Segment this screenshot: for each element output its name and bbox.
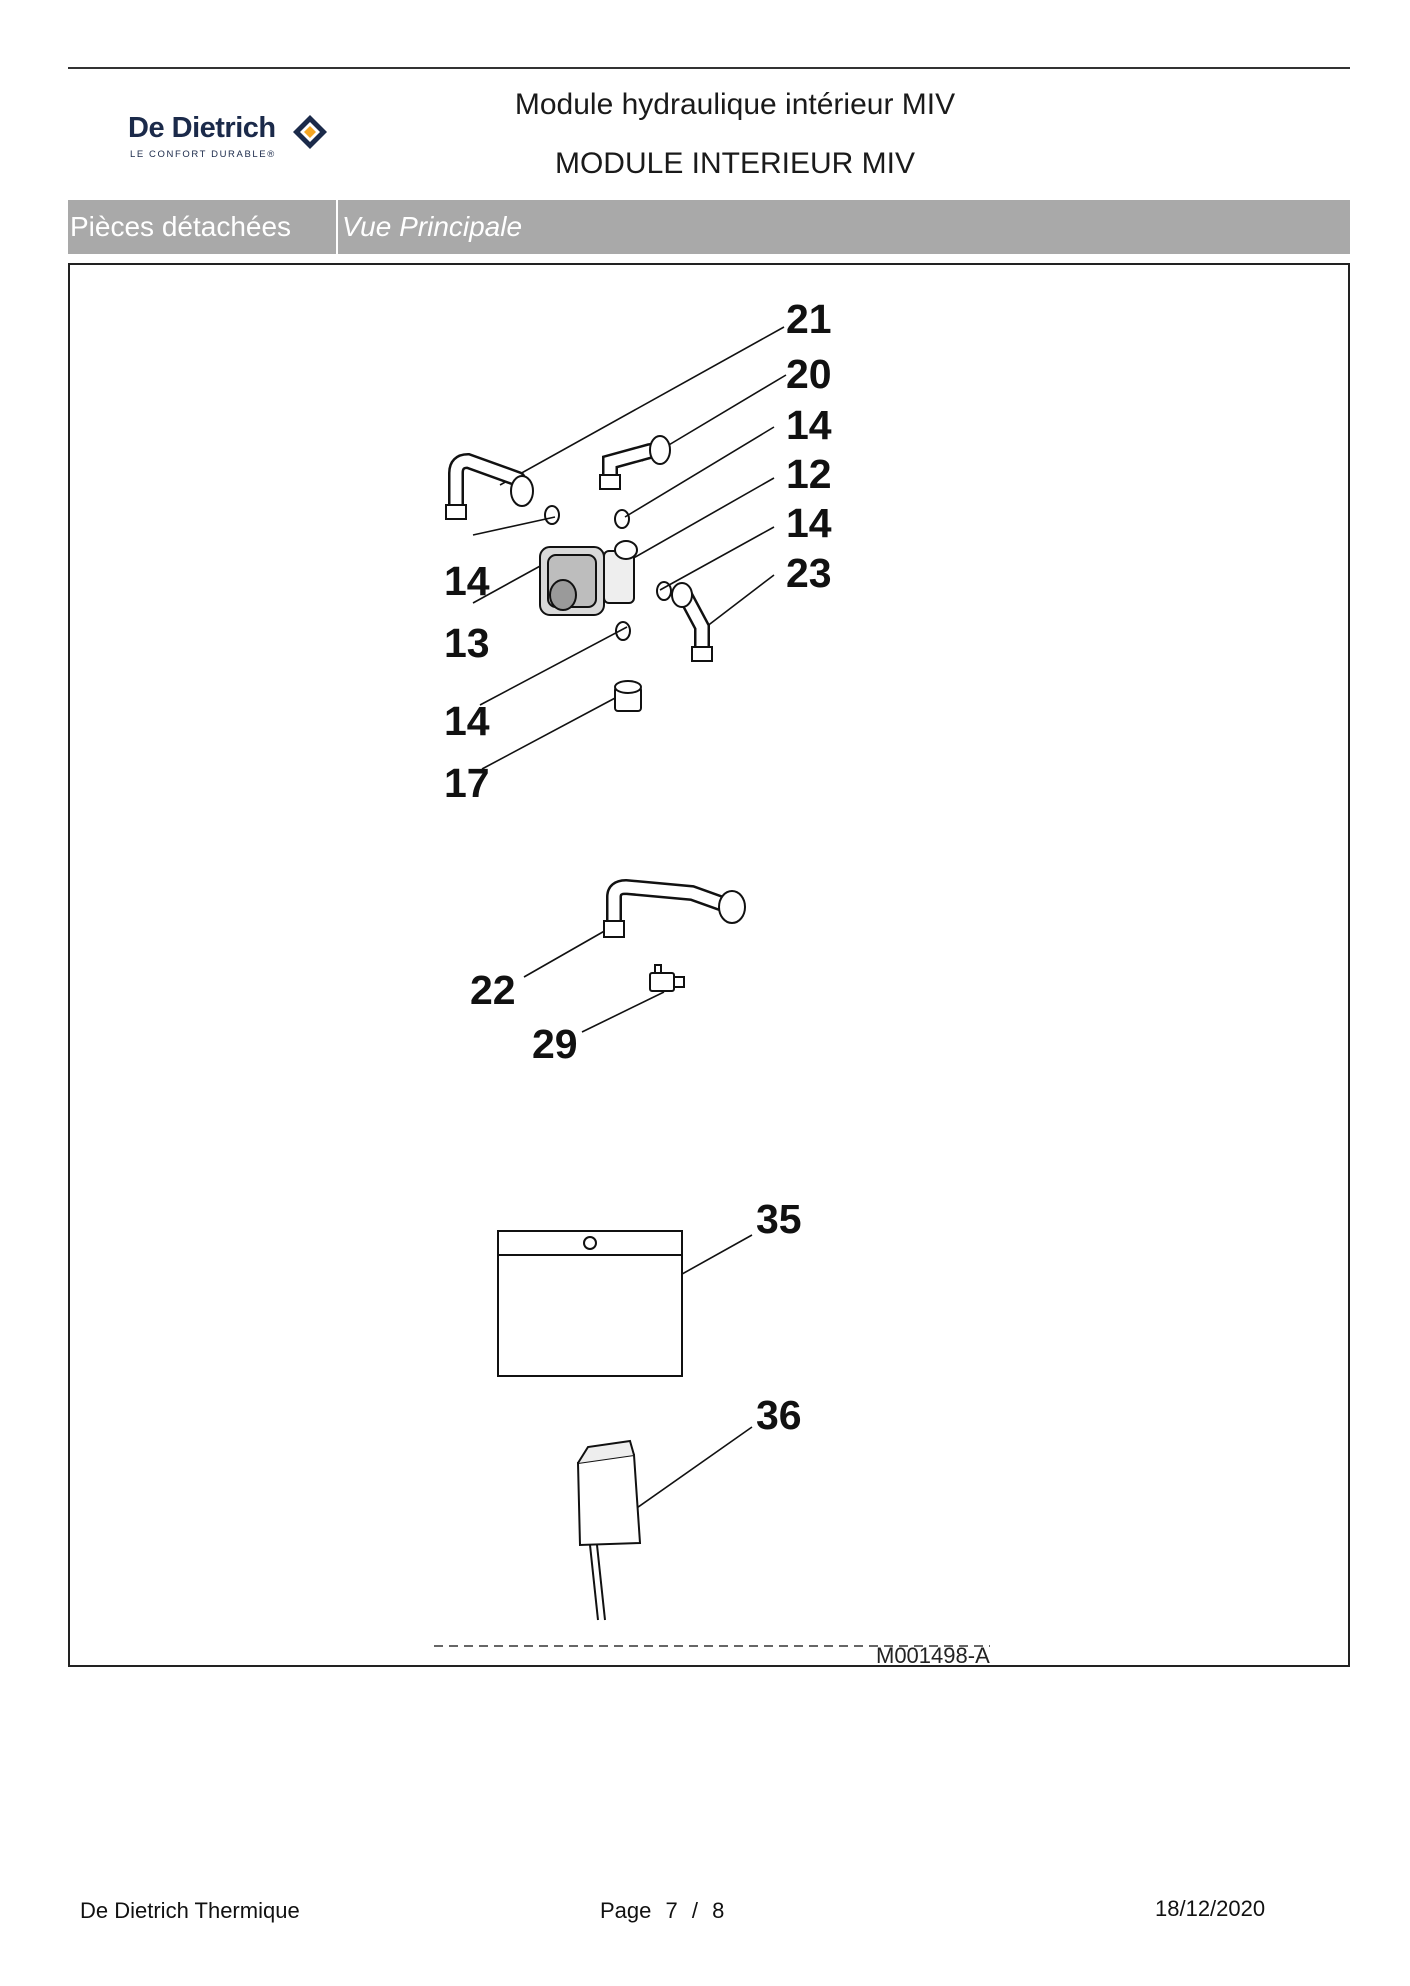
callout-14: 14 bbox=[786, 500, 832, 546]
footer-page-number: Page 7 / 8 bbox=[600, 1898, 732, 1924]
pipe-22 bbox=[603, 878, 746, 938]
callout-12: 12 bbox=[786, 451, 832, 497]
callout-20: 20 bbox=[786, 351, 832, 397]
document-subtitle: MODULE INTERIEUR MIV bbox=[554, 147, 916, 180]
nut-17 bbox=[614, 680, 642, 712]
page-label: Page bbox=[600, 1898, 652, 1923]
callout-14: 14 bbox=[786, 402, 832, 448]
footer-date: 18/12/2020 bbox=[1155, 1896, 1266, 1921]
drawing-reference: M001498-A bbox=[876, 1643, 990, 1665]
page-current: 7 bbox=[665, 1898, 678, 1923]
document-title: Module hydraulique intérieur MIV bbox=[514, 88, 956, 121]
pipe-21 bbox=[445, 452, 534, 520]
diamond-logo-icon bbox=[293, 115, 327, 149]
brand-logo: De Dietrich LE CONFORT DURABLE® bbox=[128, 112, 348, 170]
elbow-20 bbox=[599, 435, 671, 490]
top-rule bbox=[68, 67, 1350, 69]
callout-22: 22 bbox=[470, 967, 516, 1013]
callout-14: 14 bbox=[444, 698, 490, 744]
page-total: 8 bbox=[712, 1898, 725, 1923]
probe-36 bbox=[576, 1439, 642, 1621]
section-category: Pièces détachées bbox=[70, 211, 292, 242]
exploded-view-drawing: 21 20 14 12 14 23 14 13 14 17 22 29 35 3… bbox=[68, 263, 1350, 1667]
callout-21: 21 bbox=[786, 296, 832, 342]
callout-35: 35 bbox=[756, 1196, 802, 1242]
brand-name: De Dietrich bbox=[128, 112, 276, 144]
section-bar: Pièces détachées Vue Principale bbox=[68, 200, 1350, 254]
pump-body-13 bbox=[539, 540, 638, 616]
section-view: Vue Principale bbox=[342, 211, 523, 242]
bag-35 bbox=[497, 1230, 683, 1377]
callout-14: 14 bbox=[444, 558, 490, 604]
section-divider bbox=[336, 200, 338, 254]
page-separator: / bbox=[691, 1898, 699, 1923]
elbow-23 bbox=[671, 582, 713, 662]
brand-tagline: LE CONFORT DURABLE® bbox=[130, 149, 276, 160]
sensor-29 bbox=[649, 964, 685, 992]
callout-17: 17 bbox=[444, 760, 490, 806]
footer-company: De Dietrich Thermique bbox=[80, 1898, 300, 1923]
callout-13: 13 bbox=[444, 620, 490, 666]
callout-23: 23 bbox=[786, 550, 832, 596]
exploded-view-svg: 21 20 14 12 14 23 14 13 14 17 22 29 35 3… bbox=[434, 296, 990, 1665]
callout-29: 29 bbox=[532, 1021, 578, 1067]
callout-36: 36 bbox=[756, 1392, 802, 1438]
